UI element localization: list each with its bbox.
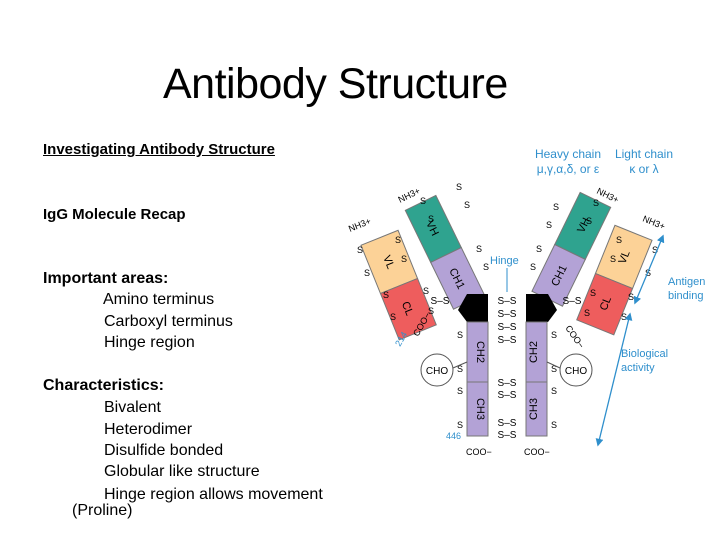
- characteristic-item: Bivalent: [104, 399, 161, 416]
- ch3-label-left: CH3: [474, 398, 486, 420]
- disulfide-bond: S–S: [498, 378, 517, 389]
- hinge-left: [458, 294, 488, 322]
- sulfur-atom: S: [593, 198, 599, 208]
- disulfide-bond: S–S: [563, 296, 582, 307]
- area-item: Carboxyl terminus: [104, 313, 233, 330]
- characteristic-item: Heterodimer: [104, 421, 193, 438]
- sulfur-atom: S: [476, 244, 482, 254]
- biological-activity-label: activity: [621, 362, 655, 374]
- amino-terminus-label: NH3+: [641, 214, 666, 232]
- amino-terminus-label: NH3+: [396, 186, 421, 205]
- sulfur-atom: S: [383, 290, 389, 300]
- sulfur-atom: S: [586, 216, 592, 226]
- ch3-domain-left: [466, 381, 489, 437]
- sulfur-atom: S: [401, 254, 407, 264]
- sulfur-atom: S: [551, 386, 557, 396]
- ch2-label-right: CH2: [528, 341, 540, 363]
- sulfur-atom: S: [628, 292, 634, 302]
- heavy-chain-title: Heavy chain: [535, 147, 601, 161]
- sulfur-atom: S: [610, 254, 616, 264]
- section-heading: Investigating Antibody Structure: [43, 141, 275, 158]
- characteristic-item-wrap: (Proline): [72, 502, 133, 519]
- sulfur-atom: S: [530, 262, 536, 272]
- sulfur-atom: S: [546, 220, 552, 230]
- ch2-label-left: CH2: [474, 341, 486, 363]
- vl-label-right: VL: [617, 249, 633, 266]
- characteristic-item: Globular like structure: [104, 463, 260, 480]
- cl-label-right: CL: [598, 295, 614, 313]
- disulfide-bond: S–S: [498, 430, 517, 441]
- sulfur-atom: S: [590, 288, 596, 298]
- residue-number-heavy: 446: [446, 431, 461, 441]
- disulfide-bond: S–S: [498, 322, 517, 333]
- biological-activity-arrow: [595, 312, 633, 447]
- cho-label-left: CHO: [426, 366, 448, 377]
- ch3-domain-right: [525, 381, 548, 437]
- disulfide-bond: S–S: [498, 418, 517, 429]
- hinge-right: [526, 294, 557, 322]
- areas-heading: Important areas:: [43, 270, 169, 287]
- biological-activity-label: Biological: [621, 348, 668, 360]
- sulfur-atom: S: [390, 312, 396, 322]
- cl-label-left: CL: [399, 300, 415, 318]
- sulfur-atom: S: [457, 420, 463, 430]
- ch3-label-right: CH3: [528, 398, 540, 420]
- sulfur-atom: S: [395, 235, 401, 245]
- carboxyl-terminus-label: COO−: [563, 323, 586, 350]
- sulfur-atom: S: [551, 330, 557, 340]
- sulfur-atom: S: [483, 262, 489, 272]
- vl-label-left: VL: [380, 254, 396, 271]
- disulfide-bond: S–S: [431, 296, 450, 307]
- carboxyl-terminus-label: COO−: [466, 447, 492, 457]
- sulfur-atom: S: [457, 386, 463, 396]
- sulfur-atom: S: [357, 245, 363, 255]
- cho-circle-right: [559, 353, 593, 387]
- antigen-binding-label: Antigen: [668, 276, 705, 288]
- sulfur-atom: S: [551, 420, 557, 430]
- characteristic-item: Disulfide bonded: [104, 442, 224, 459]
- sulfur-atom: S: [428, 306, 434, 316]
- sulfur-atom: S: [616, 235, 622, 245]
- characteristics-heading: Characteristics:: [43, 377, 164, 394]
- disulfide-bond: S–S: [498, 296, 517, 307]
- cl-domain-left: [379, 277, 437, 341]
- light-chain-types: κ or λ: [629, 162, 658, 176]
- sulfur-atom: S: [536, 244, 542, 254]
- sulfur-atom: S: [423, 286, 429, 296]
- disulfide-bond: S–S: [498, 309, 517, 320]
- sulfur-atom: S: [464, 200, 470, 210]
- hinge-label: Hinge: [490, 255, 519, 267]
- recap-heading: IgG Molecule Recap: [43, 206, 186, 223]
- sulfur-atom: S: [553, 202, 559, 212]
- cho-circle-left: [420, 353, 454, 387]
- amino-terminus-label: NH3+: [347, 216, 372, 234]
- heavy-chain-types: μ,γ,α,δ, or ε: [537, 162, 600, 176]
- sulfur-atom: S: [621, 312, 627, 322]
- sulfur-atom: S: [457, 330, 463, 340]
- characteristic-item: Hinge region allows movement: [104, 486, 323, 503]
- sulfur-atom: S: [364, 268, 370, 278]
- sulfur-atom: S: [428, 214, 434, 224]
- sulfur-atom: S: [584, 308, 590, 318]
- area-item: Amino terminus: [103, 291, 215, 308]
- disulfide-bond: S–S: [498, 335, 517, 346]
- cho-label-right: CHO: [565, 366, 587, 377]
- light-chain-title: Light chain: [615, 147, 673, 161]
- sulfur-atom: S: [551, 364, 557, 374]
- antigen-binding-arrow: [633, 234, 665, 305]
- sulfur-atom: S: [420, 196, 426, 206]
- disulfide-bond: S–S: [498, 390, 517, 401]
- page-title: Antibody Structure: [163, 60, 508, 108]
- antigen-binding-label: binding: [668, 290, 703, 302]
- sulfur-atom: S: [457, 364, 463, 374]
- carboxyl-terminus-label: COO−: [524, 447, 550, 457]
- area-item: Hinge region: [104, 334, 195, 351]
- sulfur-atom: S: [456, 182, 462, 192]
